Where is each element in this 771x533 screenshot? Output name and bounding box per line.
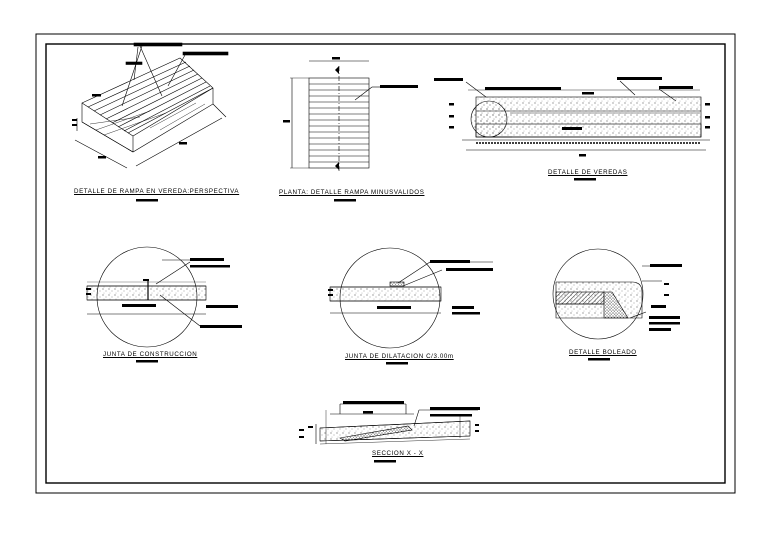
- dim-label-bar: [328, 289, 333, 291]
- dim-label-bar: [449, 115, 454, 118]
- label-bar: [659, 86, 693, 89]
- label-bar: [485, 87, 561, 90]
- label-bar: [133, 42, 183, 47]
- label-bar: [122, 304, 156, 307]
- label-bar: [434, 78, 463, 81]
- label-bar: [200, 325, 242, 328]
- dim-label-bar: [705, 116, 710, 119]
- label-bar: [651, 305, 666, 308]
- construction-joint-drawing: [86, 246, 242, 348]
- caption-scale-bar: [588, 358, 610, 361]
- label-bar: [452, 306, 474, 309]
- dim-label-bar: [705, 126, 710, 129]
- dim-label-bar: [283, 120, 290, 123]
- inner-frame: [45, 43, 726, 484]
- caption-scale-bar: [136, 360, 158, 363]
- label-bar: [649, 322, 680, 325]
- dim-label-bar: [332, 57, 340, 60]
- caption-scale-bar: [386, 362, 408, 365]
- caption-ramp-perspective: DETALLE DE RAMPA EN VEREDA:PERSPECTIVA: [74, 188, 240, 195]
- caption-expansion-joint: JUNTA DE DILATACION C/3.00m: [345, 353, 454, 360]
- section-marker: [335, 162, 339, 170]
- dim-label-bar: [579, 154, 586, 157]
- dim-label-bar: [299, 436, 304, 438]
- label-bar: [649, 328, 671, 331]
- dim-label-bar: [98, 156, 106, 159]
- label-bar: [430, 407, 480, 410]
- label-bar: [452, 312, 480, 315]
- dim-label-bar: [449, 126, 454, 129]
- label-bar: [617, 77, 662, 80]
- ramp-perspective-drawing: [74, 42, 229, 169]
- outer-frame: [35, 33, 736, 494]
- label-bar: [380, 85, 418, 88]
- dim-label-bar: [664, 283, 669, 285]
- dim-label-bar: [72, 119, 77, 121]
- label-bar: [649, 316, 680, 319]
- caption-scale-bar: [136, 199, 158, 202]
- label-bar: [650, 264, 682, 267]
- sidewalk-detail-drawing: [462, 80, 710, 151]
- ramp-plan-drawing: [290, 60, 380, 172]
- dim-label-bar: [664, 294, 669, 296]
- label-bar: [430, 260, 470, 263]
- dim-label-bar: [179, 142, 187, 145]
- dim-label-bar: [328, 294, 333, 296]
- dim-label-bar: [86, 293, 91, 295]
- caption-scale-bar: [374, 460, 396, 463]
- dim-label-bar: [475, 424, 479, 426]
- dim-label-bar: [475, 430, 479, 432]
- dim-label-bar: [308, 426, 313, 428]
- label-bar: [206, 305, 238, 308]
- label-bar: [343, 401, 404, 404]
- expansion-joint-drawing: [329, 247, 493, 349]
- caption-section-xx: SECCION X - X: [372, 450, 424, 457]
- caption-scale-bar: [334, 199, 356, 202]
- label-bar: [190, 258, 224, 261]
- label-bar: [562, 127, 582, 130]
- dim-label-bar: [299, 429, 304, 431]
- label-bar: [377, 306, 411, 309]
- dim-label-bar: [363, 411, 373, 414]
- caption-scale-bar: [574, 178, 596, 181]
- dim-label-bar: [143, 279, 149, 281]
- dim-label-bar: [72, 124, 77, 126]
- label-bar: [125, 61, 143, 65]
- label-bar: [190, 265, 230, 268]
- caption-sidewalk-detail: DETALLE DE VEREDAS: [548, 169, 628, 176]
- dim-label-bar: [449, 103, 454, 106]
- section-marker: [335, 66, 339, 74]
- label-bar: [582, 92, 594, 95]
- caption-ramp-plan: PLANTA: DETALLE RAMPA MINUSVALIDOS: [279, 189, 425, 196]
- dim-label-bar: [86, 288, 91, 290]
- rounded-edge-drawing: [552, 248, 680, 340]
- dim-label-bar: [92, 94, 101, 97]
- caption-rounded-edge: DETALLE BOLEADO: [569, 349, 637, 356]
- caption-construction-joint: JUNTA DE CONSTRUCCION: [103, 351, 198, 358]
- label-bar: [430, 414, 472, 417]
- label-bar: [446, 268, 493, 271]
- label-bar: [182, 51, 229, 56]
- dim-label-bar: [705, 103, 710, 106]
